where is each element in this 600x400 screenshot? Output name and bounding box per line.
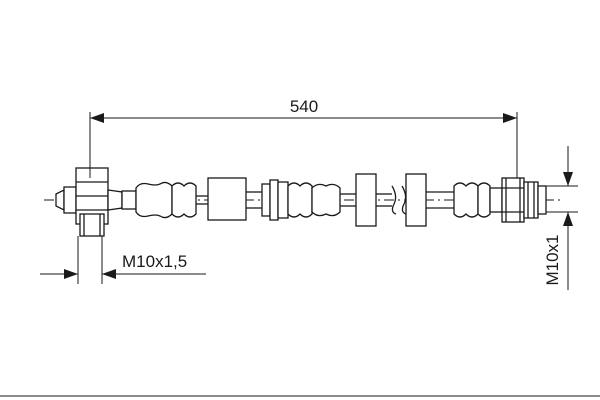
right-thread-dimension: M10x1 [543, 146, 578, 290]
length-dimension-label: 540 [290, 97, 318, 116]
length-dimension: 540 [89, 97, 518, 178]
right-thread-label: M10x1 [543, 234, 562, 285]
right-fitting [501, 177, 547, 223]
left-fitting [55, 167, 137, 237]
left-thread-dimension: M10x1,5 [40, 236, 206, 284]
left-thread-label: M10x1,5 [122, 252, 187, 271]
hose-body [135, 173, 503, 227]
